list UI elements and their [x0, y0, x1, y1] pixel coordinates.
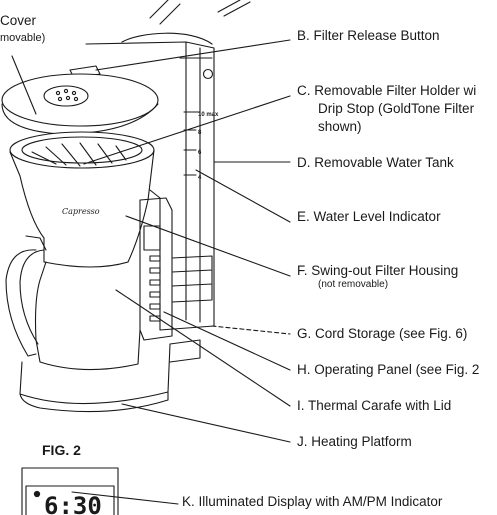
label-c-shown: shown) [318, 118, 362, 135]
label-k-display: K. Illuminated Display with AM/PM Indica… [182, 493, 442, 510]
operating-panel [140, 198, 172, 340]
label-c-goldtone: Drip Stop (GoldTone Filter [318, 100, 474, 117]
tank-mark-6: 6 [198, 150, 202, 156]
label-a-removable: movable) [0, 32, 45, 44]
cord-storage [172, 256, 212, 302]
label-h-operating-panel: H. Operating Panel (see Fig. 2 [297, 361, 479, 378]
label-d-water-tank: D. Removable Water Tank [297, 154, 454, 171]
heating-platform [20, 340, 200, 412]
tank-mark-8: 8 [198, 130, 202, 136]
tank-mark-4: 4 [198, 175, 202, 181]
label-f-not-removable: (not removable) [318, 279, 388, 291]
label-f-filter-housing: F. Swing-out Filter Housing [297, 262, 458, 279]
label-c-filter-holder: C. Removable Filter Holder wi [297, 82, 476, 99]
removable-cover [2, 74, 158, 134]
cover-handle [122, 0, 250, 44]
filter-housing [10, 132, 154, 267]
tank-mark-max: 10 max [198, 112, 219, 118]
label-j-heating-platform: J. Heating Platform [297, 433, 412, 450]
fig2-title: FIG. 2 [42, 442, 81, 458]
brand-logo: Capresso [62, 207, 100, 216]
label-b-filter-release: B. Filter Release Button [297, 27, 440, 44]
label-e-water-level: E. Water Level Indicator [297, 208, 441, 225]
label-a-cover: Cover [0, 12, 36, 29]
thermal-carafe [6, 236, 140, 370]
label-i-thermal-carafe: I. Thermal Carafe with Lid [297, 397, 451, 414]
display-time: 6:30 [44, 492, 102, 515]
label-g-cord-storage: G. Cord Storage (see Fig. 6) [297, 325, 467, 342]
